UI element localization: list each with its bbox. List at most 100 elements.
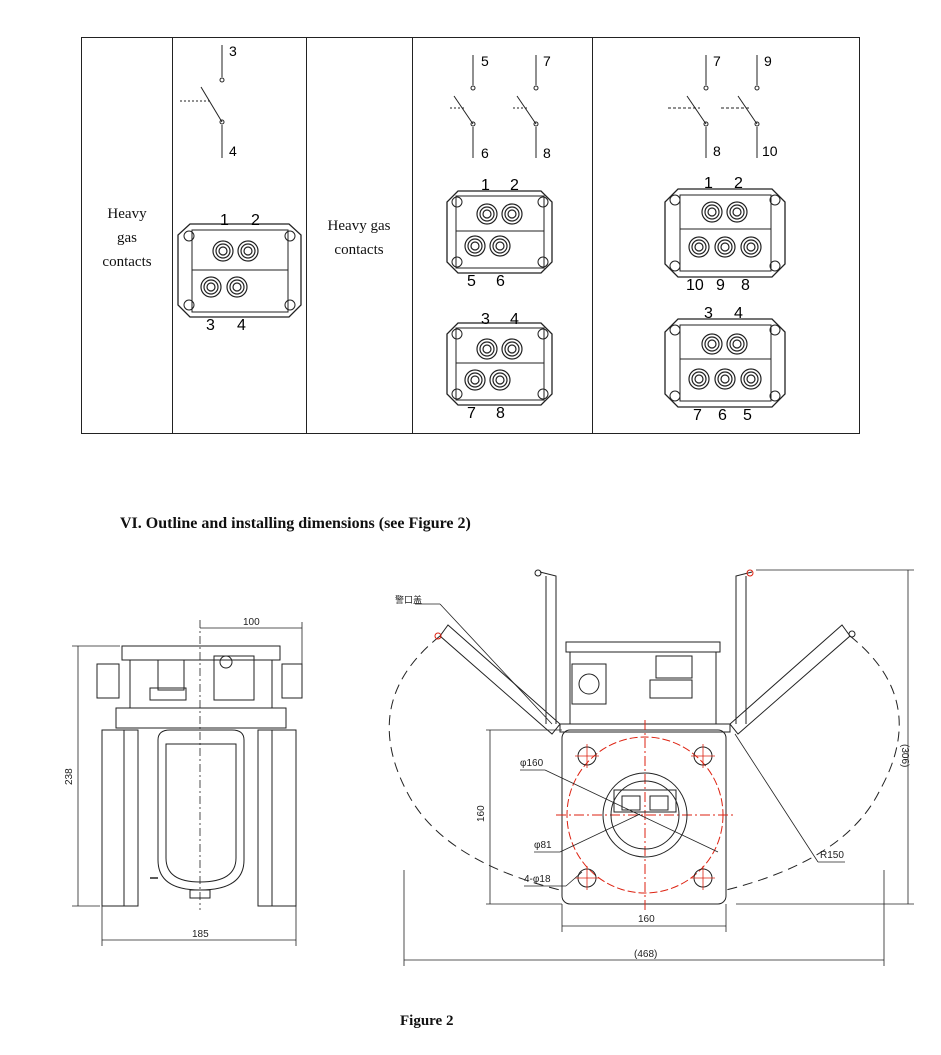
front-plug bbox=[571, 663, 607, 705]
right-leg bbox=[271, 729, 297, 907]
terminal-number: 1 bbox=[704, 175, 713, 192]
switch-terminal-label: 10 bbox=[762, 143, 778, 159]
dim-holes: 4-φ18 bbox=[524, 874, 551, 885]
terminal-number: 3 bbox=[206, 317, 215, 334]
terminal-number: 6 bbox=[496, 273, 505, 290]
terminal-number: 8 bbox=[496, 405, 505, 422]
valve bbox=[213, 655, 255, 701]
terminal-number: 3 bbox=[481, 311, 490, 328]
dim-160-horizontal: 160 bbox=[638, 914, 655, 925]
mount-plate bbox=[561, 729, 727, 905]
side-plug bbox=[96, 663, 120, 699]
switch-terminal-label: 9 bbox=[764, 53, 772, 69]
valve-base bbox=[149, 687, 187, 701]
dim-238: 238 bbox=[64, 768, 75, 785]
terminal-number: 9 bbox=[716, 277, 725, 294]
central-bore bbox=[602, 772, 688, 858]
front-valve-base bbox=[649, 679, 693, 699]
arm-pivot bbox=[434, 632, 442, 640]
terminal-block: 3 4 7 6 5 bbox=[664, 305, 786, 424]
dim-phi81: φ81 bbox=[534, 840, 552, 851]
label-line: Heavy gas bbox=[327, 218, 391, 234]
switch-terminal-label: 3 bbox=[229, 43, 237, 59]
terminal-block: 1 2 3 4 bbox=[177, 212, 302, 334]
side-plug bbox=[281, 663, 303, 699]
terminal-block: 1 2 5 6 bbox=[446, 177, 553, 290]
contact-diagrams: 3 4 1 2 3 4 5 6 7 8 bbox=[177, 43, 786, 424]
switch-symbol: 7 8 bbox=[513, 53, 551, 161]
switch-symbol: 5 6 bbox=[450, 53, 489, 161]
table-divider bbox=[306, 38, 307, 433]
handle-pivot bbox=[534, 569, 542, 577]
switch-terminal-label: 8 bbox=[543, 145, 551, 161]
terminal-number: 10 bbox=[686, 277, 704, 294]
terminal-number: 8 bbox=[741, 277, 750, 294]
dim-r150: R150 bbox=[820, 850, 844, 861]
top-cover bbox=[121, 645, 281, 661]
terminal-number: 5 bbox=[467, 273, 476, 290]
terminal-number: 7 bbox=[693, 407, 702, 424]
heavy-gas-contacts-label-1: Heavy gas contacts bbox=[82, 202, 172, 274]
glass-chamber-inner bbox=[165, 743, 237, 883]
contact-table: Heavy gas contacts Heavy gas contacts bbox=[81, 37, 860, 434]
glass-chamber bbox=[157, 729, 245, 891]
front-top-cover bbox=[565, 641, 721, 653]
switch-terminal-label: 7 bbox=[543, 53, 551, 69]
front-housing bbox=[569, 651, 717, 725]
dim-phi160: φ160 bbox=[520, 758, 544, 769]
terminal-number: 1 bbox=[481, 177, 490, 194]
dim-100: 100 bbox=[243, 617, 260, 628]
switch-symbol: 3 4 bbox=[180, 43, 237, 159]
label-line: gas bbox=[117, 230, 137, 246]
central-bore-inner bbox=[610, 780, 680, 850]
table-divider bbox=[172, 38, 173, 433]
dim-185: 185 bbox=[192, 929, 209, 940]
handle-pivot bbox=[746, 569, 754, 577]
valve bbox=[157, 659, 185, 691]
side-view bbox=[72, 620, 303, 946]
switch-symbol: 9 10 bbox=[721, 53, 778, 159]
housing bbox=[129, 659, 273, 709]
table-divider bbox=[592, 38, 593, 433]
terminal-number: 7 bbox=[467, 405, 476, 422]
terminal-number: 4 bbox=[237, 317, 246, 334]
arm-pivot bbox=[848, 630, 856, 638]
left-leg-inner bbox=[123, 729, 139, 907]
terminal-block: 3 4 7 8 bbox=[446, 311, 553, 422]
heavy-gas-contacts-label-2: Heavy gas contacts bbox=[306, 214, 412, 262]
switch-terminal-label: 4 bbox=[229, 143, 237, 159]
switch-terminal-label: 8 bbox=[713, 143, 721, 159]
label-line: contacts bbox=[102, 254, 152, 270]
terminal-block: 1 2 10 9 8 bbox=[664, 175, 786, 294]
terminal-number: 6 bbox=[718, 407, 727, 424]
handle-left bbox=[539, 571, 557, 724]
float-mechanism bbox=[613, 789, 677, 813]
terminal-number: 5 bbox=[743, 407, 752, 424]
handle-right bbox=[735, 571, 753, 724]
terminal-number: 2 bbox=[510, 177, 519, 194]
switch-symbol: 7 8 bbox=[668, 53, 721, 159]
label-line: Heavy bbox=[107, 206, 147, 222]
float-part bbox=[649, 795, 669, 811]
swing-arc-left bbox=[388, 635, 561, 891]
dim-306: (306) bbox=[899, 744, 910, 767]
terminal-number: 1 bbox=[220, 212, 229, 229]
swing-arc-right bbox=[725, 635, 900, 891]
dim-468: (468) bbox=[634, 949, 657, 960]
note-label: 警口盖 bbox=[395, 594, 422, 605]
knob bbox=[219, 655, 233, 669]
terminal-number: 4 bbox=[510, 311, 519, 328]
label-line: contacts bbox=[334, 242, 384, 258]
front-valve bbox=[655, 655, 693, 679]
terminal-number: 2 bbox=[734, 175, 743, 192]
right-leg-inner bbox=[257, 729, 273, 907]
front-plug-bore bbox=[578, 673, 600, 695]
terminal-number: 2 bbox=[251, 212, 260, 229]
lid-arm-left bbox=[439, 624, 561, 735]
dim-160-vertical: 160 bbox=[476, 805, 487, 822]
float-part bbox=[621, 795, 641, 811]
lid-arm-right bbox=[729, 624, 851, 735]
switch-terminal-label: 7 bbox=[713, 53, 721, 69]
switch-terminal-label: 5 bbox=[481, 53, 489, 69]
front-view bbox=[388, 569, 914, 966]
